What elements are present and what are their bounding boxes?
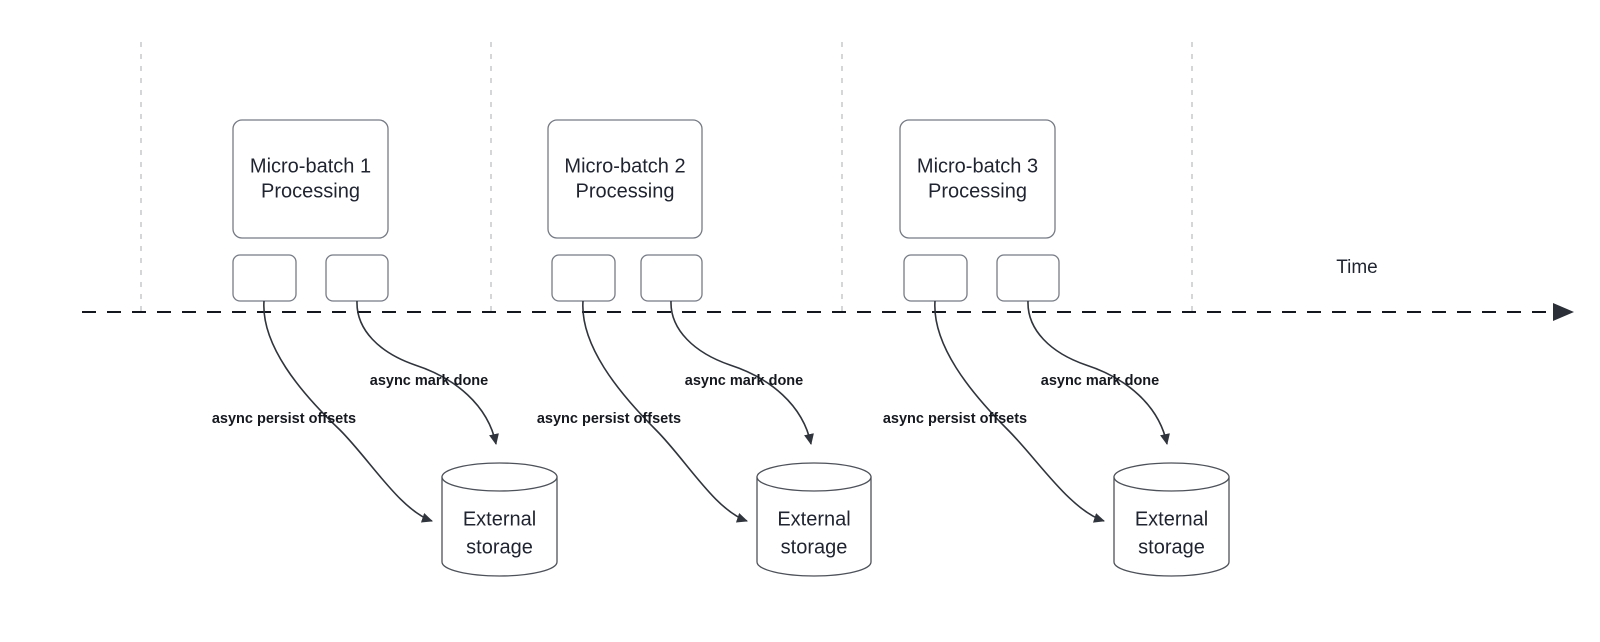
time-axis-arrow-icon [1553, 303, 1574, 321]
micro-batch-2-mark-done-label: async mark done [685, 373, 803, 389]
micro-batch-group-1: Micro-batch 1 Processing External storag… [212, 119, 558, 577]
micro-batch-2-persist-task-box[interactable] [551, 254, 616, 302]
micro-batch-3-persist-offsets-arrow [934, 300, 1105, 523]
micro-batch-1-mark-done-arrow [356, 300, 499, 445]
micro-batch-3-mark-done-label: async mark done [1041, 373, 1159, 389]
micro-batch-1-persist-task-box[interactable] [232, 254, 297, 302]
micro-batch-1-persist-offsets-label: async persist offsets [212, 411, 356, 427]
micro-batch-2-subtitle: Processing [576, 180, 675, 202]
micro-batch-1-external-storage[interactable]: External storage [441, 462, 558, 577]
micro-batch-group-2: Micro-batch 2 Processing External storag… [537, 119, 872, 577]
micro-batch-3-title: Micro-batch 3 [917, 155, 1038, 177]
micro-batch-3-markdone-task-box[interactable] [996, 254, 1060, 302]
micro-batch-3-storage-title: External [1135, 508, 1208, 530]
micro-batch-1-title: Micro-batch 1 [250, 155, 371, 177]
micro-batch-2-title: Micro-batch 2 [564, 155, 685, 177]
micro-batch-1-markdone-task-box[interactable] [325, 254, 389, 302]
time-axis-label: Time [1336, 257, 1378, 278]
micro-batch-2-box[interactable] [547, 119, 703, 239]
micro-batch-2-external-storage[interactable]: External storage [756, 462, 872, 577]
micro-batch-1-storage-subtitle: storage [466, 536, 533, 558]
micro-batch-3-subtitle: Processing [928, 180, 1027, 202]
micro-batch-2-storage-title: External [777, 508, 850, 530]
micro-batch-1-persist-offsets-arrow [263, 300, 433, 523]
micro-batch-3-persist-task-box[interactable] [903, 254, 968, 302]
micro-batch-2-storage-subtitle: storage [781, 536, 848, 558]
micro-batch-2-mark-done-arrow [670, 300, 814, 445]
micro-batch-3-external-storage[interactable]: External storage [1113, 462, 1230, 577]
micro-batch-1-mark-done-label: async mark done [370, 373, 488, 389]
micro-batch-1-box[interactable] [232, 119, 389, 239]
micro-batch-3-mark-done-arrow [1027, 300, 1170, 445]
micro-batch-3-box[interactable] [899, 119, 1056, 239]
grid-lines [140, 42, 1193, 312]
micro-batch-1-storage-title: External [463, 508, 536, 530]
micro-batch-3-persist-offsets-label: async persist offsets [883, 411, 1027, 427]
time-axis: Time [82, 257, 1574, 321]
micro-batch-2-persist-offsets-label: async persist offsets [537, 411, 681, 427]
micro-batch-2-persist-offsets-arrow [582, 300, 748, 523]
micro-batch-group-3: Micro-batch 3 Processing External storag… [883, 119, 1230, 577]
micro-batch-1-subtitle: Processing [261, 180, 360, 202]
micro-batch-3-storage-subtitle: storage [1138, 536, 1205, 558]
micro-batch-2-markdone-task-box[interactable] [640, 254, 703, 302]
